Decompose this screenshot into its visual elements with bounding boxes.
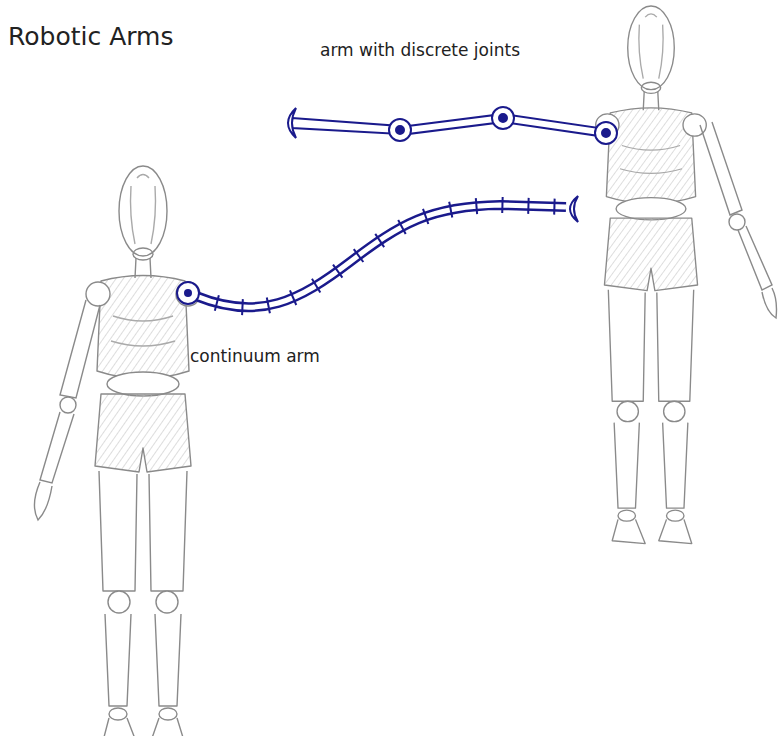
mannequin-left [86, 166, 200, 736]
segment-tick [527, 198, 529, 214]
segment-tick [354, 249, 364, 262]
mannequin-arms [34, 122, 776, 520]
segment-tick [215, 295, 219, 310]
arm-label: continuum arm [190, 346, 320, 366]
segment-tick [241, 299, 244, 315]
segment-tick [267, 298, 270, 314]
segment-tick [449, 202, 452, 218]
segment-tick [501, 197, 503, 213]
segment-tick [553, 199, 555, 215]
discrete-joint-arm [288, 107, 617, 144]
segment-tick [290, 290, 296, 305]
diagram-title: Robotic Arms [8, 22, 173, 51]
segment-tick [333, 265, 342, 278]
segment-tick [398, 220, 405, 234]
arm-label: arm with discrete joints [320, 40, 520, 60]
mannequin-right [596, 6, 707, 544]
segment-tick [476, 198, 477, 214]
segment-tick [375, 234, 384, 247]
continuum-arm [177, 196, 578, 315]
segment-tick [423, 209, 428, 224]
segment-tick [312, 279, 320, 293]
